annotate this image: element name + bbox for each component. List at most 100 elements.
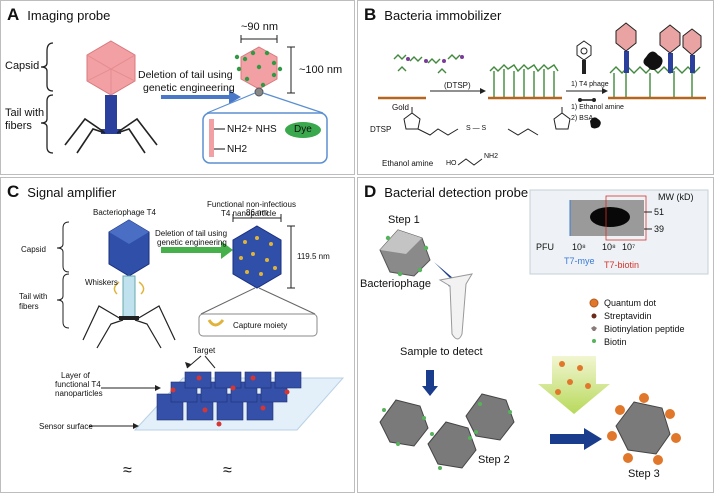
tail-fibers xyxy=(64,117,158,154)
target-label: Target xyxy=(193,346,216,355)
step2-phages xyxy=(379,393,515,469)
qd-addition-arrow xyxy=(538,356,610,414)
pfu-label: PFU xyxy=(536,242,554,252)
t7-mye-label: T7-mye xyxy=(564,256,595,266)
pfu-value-3: 10⁷ xyxy=(622,242,636,252)
ho-label: HO xyxy=(446,160,457,167)
capsid-label: Capsid xyxy=(5,60,40,72)
nanoparticle-layer xyxy=(156,371,302,421)
height-dimension-label: 119.5 nm xyxy=(297,252,330,261)
t4-phage-icon xyxy=(576,40,592,61)
panel-c: C Signal amplifier xyxy=(0,177,355,493)
panel-d-header: D Bacterial detection probe xyxy=(364,182,528,202)
bacteria-immobilizer-diagram xyxy=(378,22,706,166)
bsa-blob xyxy=(643,51,663,70)
width-dimension-label: ~90 nm xyxy=(241,21,278,33)
panel-title: Bacteria immobilizer xyxy=(384,8,502,23)
phage-name-label: Bacteriophage T4 xyxy=(93,208,157,217)
mw-51-label: 51 xyxy=(654,207,665,217)
quantum-dot-icon xyxy=(589,298,599,308)
step-2-label: Step 2 xyxy=(478,454,510,466)
surface-chemistry-box xyxy=(202,112,328,164)
blot-band xyxy=(590,207,630,227)
test-tube xyxy=(438,273,474,340)
streptavidin-icon xyxy=(591,313,597,319)
legend-streptavidin: Streptavidin xyxy=(604,311,652,321)
panel-letter: D xyxy=(364,182,377,201)
dtsp-arrow-label: (DTSP) xyxy=(444,81,471,90)
dtsp-structure xyxy=(403,107,571,136)
panel-a: A Imaging probe xyxy=(0,0,355,175)
panel-a-header: A Imaging probe xyxy=(7,5,110,25)
imaging-probe-diagram xyxy=(40,35,328,164)
layer-label-3: nanoparticles xyxy=(55,389,103,398)
plus-nhs: + NHS xyxy=(247,124,277,135)
mw-39-label: 39 xyxy=(654,224,665,234)
functional-np-label-2: T4 nanoparticle xyxy=(221,209,277,218)
panel-d: D Bacterial detection probe xyxy=(357,177,714,493)
deletion-label: Deletion of tail using xyxy=(138,69,233,81)
panel-letter: C xyxy=(7,182,20,201)
biotin-icon xyxy=(592,339,596,343)
dye-dots xyxy=(234,50,283,88)
phage-tail xyxy=(105,95,117,131)
step3-complex xyxy=(615,401,671,455)
capture-moiety-label: Capture moiety xyxy=(233,321,288,330)
immobilized-phages xyxy=(615,22,702,73)
legend-biotin: Biotin xyxy=(604,337,627,347)
sensor-surface-label: Sensor surface xyxy=(39,422,93,431)
pfu-value-1: 10⁸ xyxy=(572,242,586,252)
step-2-bsa-label: 2) BSA xyxy=(571,115,594,122)
panel-b: B Bacteria immobilizer xyxy=(357,0,714,175)
panel-title: Imaging probe xyxy=(27,8,111,23)
panel-title: Signal amplifier xyxy=(27,185,117,200)
deletion-label-2: genetic engineering xyxy=(157,238,227,247)
panel-b-header: B Bacteria immobilizer xyxy=(364,5,501,25)
panel-letter: A xyxy=(7,5,20,24)
tail-label-2: fibers xyxy=(19,302,39,311)
capsid-brace xyxy=(40,42,54,92)
deletion-label-2: genetic engineering xyxy=(143,82,235,94)
step-2-ethanol-label: 1) Ethanol amine xyxy=(571,104,624,111)
tail-brace xyxy=(40,94,54,154)
dtsp-molecules xyxy=(393,54,461,74)
nh2-top: NH2 xyxy=(227,124,248,135)
tail-label-2: fibers xyxy=(5,120,32,132)
mw-label: MW (kD) xyxy=(658,192,694,202)
nh2-label: NH2 xyxy=(484,153,499,160)
bacteriophage-label: Bacteriophage xyxy=(360,278,431,290)
panel-c-header: C Signal amplifier xyxy=(7,182,116,202)
tail-label: Tail with xyxy=(19,292,48,301)
bacterial-detection-diagram xyxy=(379,189,709,470)
step-1-label: 1) T4 phage xyxy=(571,81,609,88)
legend-peptide: Biotinylation peptide xyxy=(604,324,685,334)
nh2-bottom: NH2 xyxy=(227,144,248,155)
capture-moiety-box xyxy=(198,313,318,337)
t4-tail xyxy=(122,275,136,319)
axis-break-right-icon: ≈ xyxy=(223,462,232,479)
disulfide-label: S — S xyxy=(466,125,487,132)
step-1-label: Step 1 xyxy=(388,214,420,226)
legend-quantum-dot: Quantum dot xyxy=(604,298,657,308)
dye-ellipse xyxy=(285,122,321,138)
peptide-icon xyxy=(591,326,597,331)
ethanol-amine-structure xyxy=(457,158,483,166)
signal-amplifier-diagram xyxy=(56,214,345,431)
pfu-value-2: 10⁸ xyxy=(602,242,616,252)
deletion-label: Deletion of tail using xyxy=(155,229,228,238)
height-dimension-label: ~100 nm xyxy=(299,64,343,76)
step-3-label: Step 3 xyxy=(628,468,660,480)
dye-label: Dye xyxy=(294,124,312,135)
capsid-label: Capsid xyxy=(21,245,46,254)
gold-label: Gold xyxy=(392,103,409,112)
panel-letter: B xyxy=(364,5,377,24)
whiskers xyxy=(113,281,145,295)
axis-break-left-icon: ≈ xyxy=(123,462,132,479)
ethanol-amine-label: Ethanol amine xyxy=(382,159,434,168)
panel-title: Bacterial detection probe xyxy=(384,185,529,200)
layer-label-2: functional T4 xyxy=(55,380,101,389)
sample-label: Sample to detect xyxy=(400,346,483,358)
dtsp-label: DTSP xyxy=(370,125,392,134)
layer-label: Layer of xyxy=(61,371,90,380)
functional-np-label: Functional non-infectious xyxy=(207,200,296,209)
